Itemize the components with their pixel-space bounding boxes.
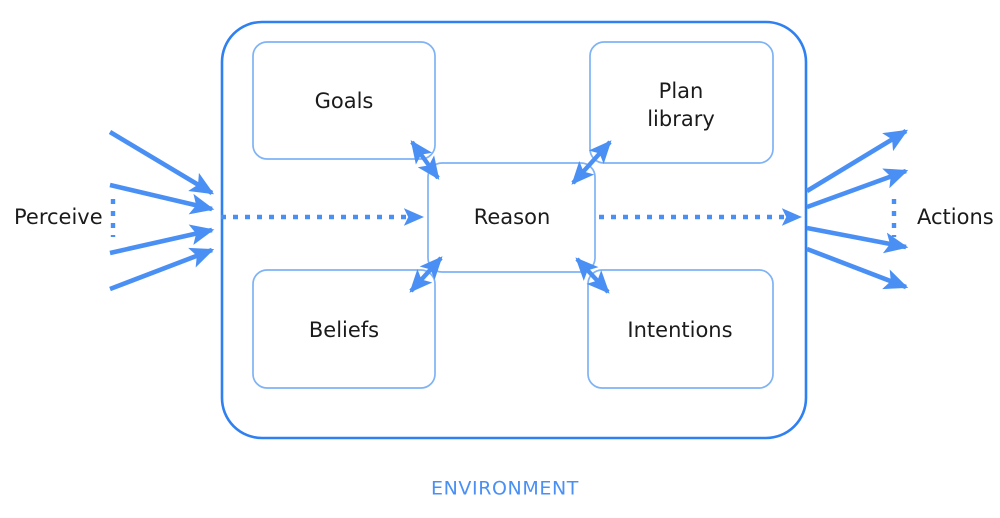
box-goals-rect bbox=[252, 41, 436, 160]
action-arrow-1 bbox=[805, 129, 909, 193]
box-goals-label: Goals bbox=[315, 89, 374, 113]
environment-label: ENVIRONMENT bbox=[431, 478, 579, 500]
perceive-arrow-1 bbox=[108, 130, 215, 195]
link-goals-reason bbox=[410, 140, 440, 180]
box-reason[interactable]: Reason bbox=[427, 162, 596, 273]
box-plan-library-label-line2: library bbox=[647, 107, 715, 131]
box-intentions[interactable]: Intentions bbox=[587, 269, 774, 389]
link-plan-library-reason bbox=[571, 140, 612, 185]
box-beliefs-rect bbox=[252, 269, 436, 389]
box-plan-library-rect bbox=[589, 41, 774, 164]
box-intentions-rect bbox=[587, 269, 774, 389]
action-arrow-2 bbox=[806, 168, 909, 210]
box-plan-library-label: Plan bbox=[659, 79, 704, 103]
actions-label: Actions bbox=[917, 205, 994, 229]
link-intentions-reason bbox=[575, 257, 610, 294]
box-intentions-label: Intentions bbox=[627, 318, 732, 342]
action-arrow-4 bbox=[806, 246, 909, 290]
box-beliefs[interactable]: Beliefs bbox=[252, 269, 436, 389]
box-reason-label: Reason bbox=[474, 205, 551, 229]
link-beliefs-reason bbox=[409, 256, 443, 293]
box-beliefs-label: Beliefs bbox=[309, 318, 379, 342]
perceive-arrow-2 bbox=[109, 182, 215, 215]
perceive-arrow-4 bbox=[109, 247, 215, 292]
box-reason-rect bbox=[427, 162, 596, 273]
agent-boundary bbox=[220, 20, 808, 440]
perceive-label: Perceive bbox=[14, 205, 103, 229]
box-goals[interactable]: Goals bbox=[252, 41, 436, 160]
action-arrow-3 bbox=[806, 225, 909, 254]
box-plan-library[interactable]: Plan library bbox=[589, 41, 774, 164]
perceive-arrow-3 bbox=[109, 224, 215, 256]
